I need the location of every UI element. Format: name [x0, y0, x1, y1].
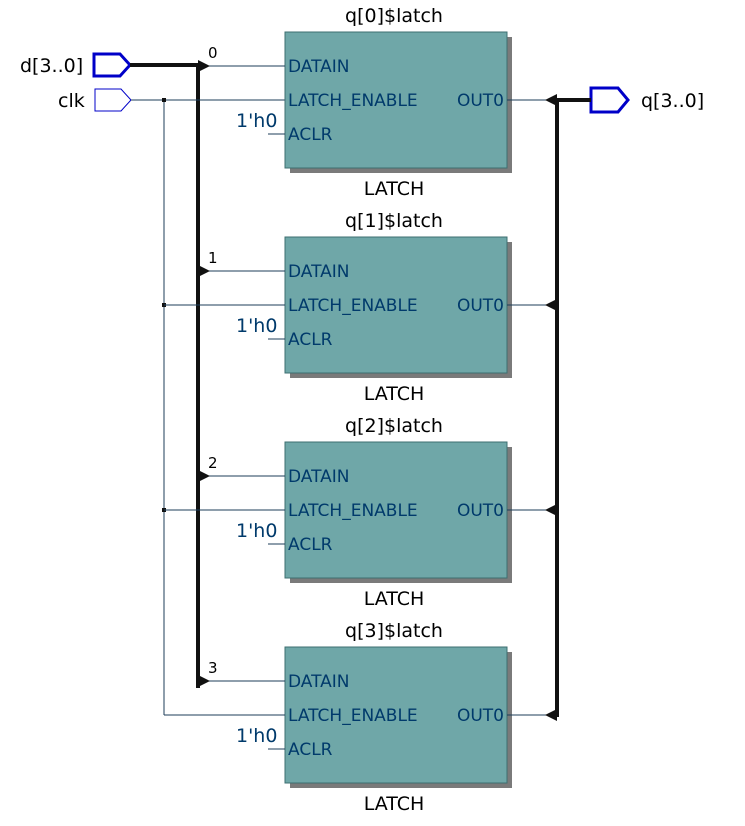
port-datain-label: DATAIN [288, 57, 350, 77]
latch-1[interactable]: q[1]$latch DATAIN LATCH_ENABLE ACLR OUT0… [164, 210, 557, 405]
latch-instance-name: q[3]$latch [345, 620, 443, 642]
port-out-label: OUT0 [457, 706, 504, 726]
port-latch-enable-label: LATCH_ENABLE [288, 706, 418, 726]
latch-type-label: LATCH [364, 383, 425, 405]
port-datain-label: DATAIN [288, 262, 350, 282]
input-clk-label: clk [58, 90, 85, 112]
port-latch-enable-label: LATCH_ENABLE [288, 501, 418, 521]
bus-join-arrow [545, 94, 557, 106]
aclr-constant: 1'h0 [236, 725, 277, 747]
latch-2[interactable]: q[2]$latch DATAIN LATCH_ENABLE ACLR OUT0… [164, 415, 557, 610]
output-q-port[interactable] [589, 86, 630, 114]
port-datain-label: DATAIN [288, 467, 350, 487]
bus-join-arrow [545, 709, 557, 721]
bit-index-label: 1 [208, 249, 218, 267]
port-aclr-label: ACLR [288, 330, 333, 350]
latch-body [284, 646, 508, 784]
bit-index-label: 3 [208, 659, 218, 677]
bus-ripper-arrow [198, 60, 210, 72]
bit-index-label: 0 [208, 44, 218, 62]
aclr-constant: 1'h0 [236, 520, 277, 542]
output-q-label: q[3..0] [641, 90, 704, 112]
bus-ripper-arrow [198, 470, 210, 482]
port-datain-label: DATAIN [288, 672, 350, 692]
latch-body [284, 441, 508, 579]
port-latch-enable-label: LATCH_ENABLE [288, 296, 418, 316]
bit-index-label: 2 [208, 454, 218, 472]
latch-type-label: LATCH [364, 793, 425, 815]
input-clk-port[interactable] [94, 88, 132, 112]
clk-junction [162, 98, 166, 102]
latch-0[interactable]: q[0]$latch DATAIN LATCH_ENABLE ACLR OUT0… [198, 5, 557, 200]
latch-instance-name: q[1]$latch [345, 210, 443, 232]
bus-join-arrow [545, 299, 557, 311]
bus-join-arrow [545, 504, 557, 516]
port-out-label: OUT0 [457, 296, 504, 316]
bus-ripper-arrow [198, 265, 210, 277]
port-out-label: OUT0 [457, 91, 504, 111]
port-aclr-label: ACLR [288, 125, 333, 145]
latch-instance-name: q[0]$latch [345, 5, 443, 27]
latch-type-label: LATCH [364, 588, 425, 610]
port-latch-enable-label: LATCH_ENABLE [288, 91, 418, 111]
latch-3[interactable]: q[3]$latch DATAIN LATCH_ENABLE ACLR OUT0… [164, 620, 557, 815]
aclr-constant: 1'h0 [236, 110, 277, 132]
port-aclr-label: ACLR [288, 740, 333, 760]
input-d-label: d[3..0] [20, 55, 83, 77]
aclr-constant: 1'h0 [236, 315, 277, 337]
latch-instance-name: q[2]$latch [345, 415, 443, 437]
latch-type-label: LATCH [364, 178, 425, 200]
bus-ripper-arrow [198, 675, 210, 687]
input-d-port[interactable] [92, 52, 133, 78]
latch-body [284, 31, 508, 169]
port-out-label: OUT0 [457, 501, 504, 521]
port-aclr-label: ACLR [288, 535, 333, 555]
